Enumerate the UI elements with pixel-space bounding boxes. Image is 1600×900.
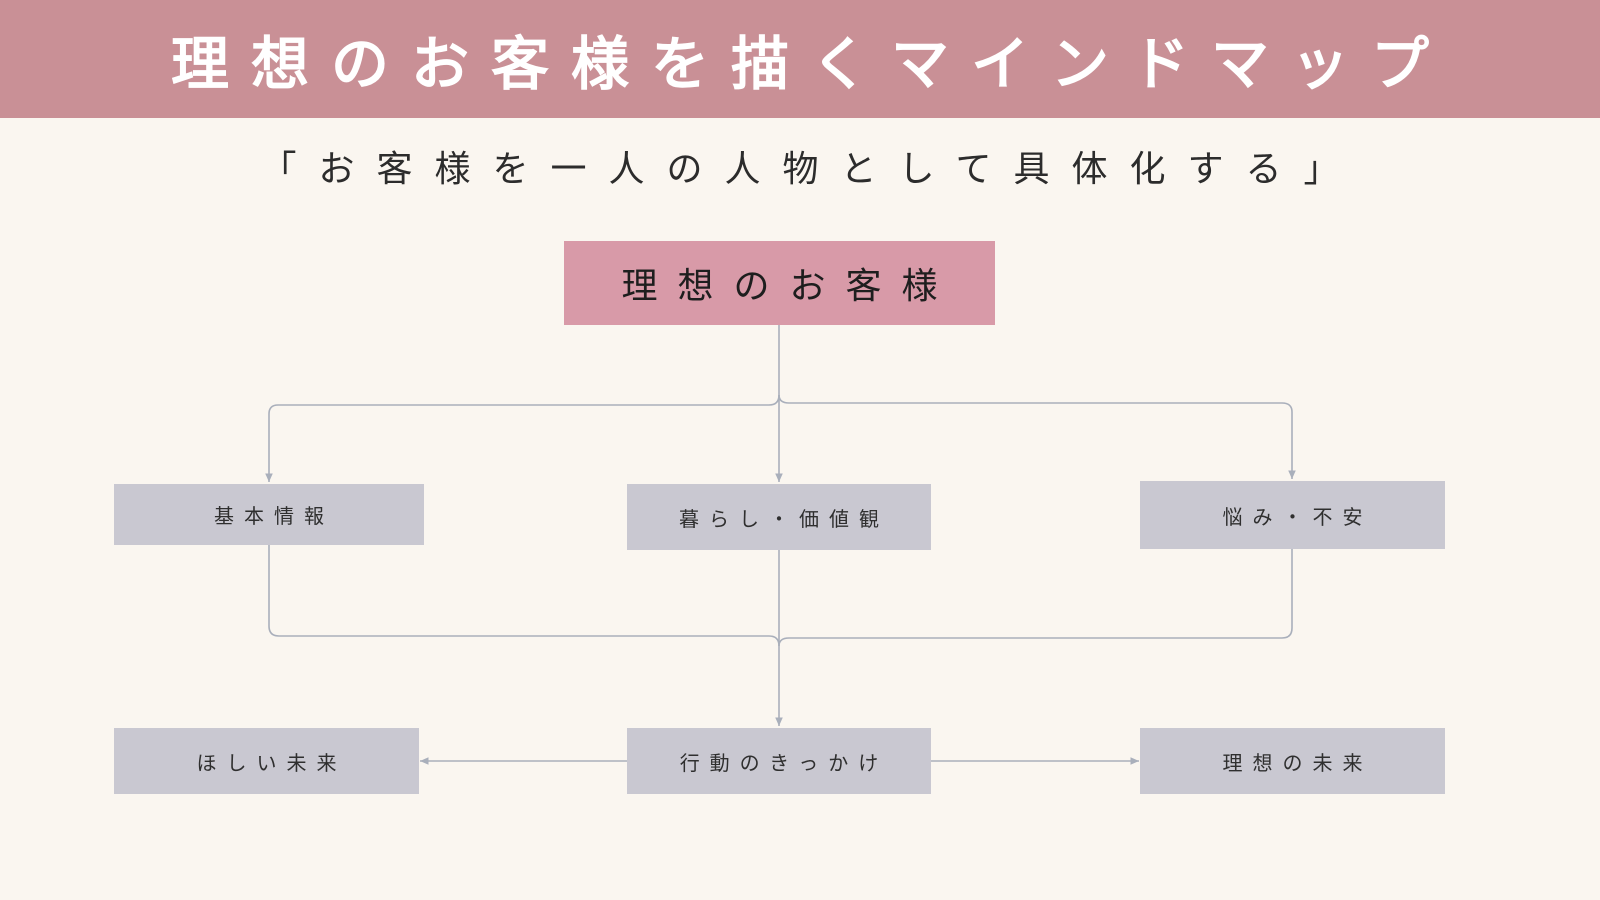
node-lifestyle-values-label: 暮らし・価値観 (679, 506, 889, 531)
branch-line-worries (778, 394, 1296, 479)
merge-line-basic-info (268, 545, 780, 647)
node-worries-anxieties-label: 悩み・不安 (1222, 504, 1373, 529)
title-banner: 理想のお客様を描くマインドマップ (0, 0, 1600, 118)
node-action-trigger-label: 行動のきっかけ (679, 750, 889, 775)
node-ideal-future: 理想の未来 (1140, 728, 1445, 794)
node-worries-anxieties: 悩み・不安 (1140, 481, 1445, 549)
node-lifestyle-values: 暮らし・価値観 (627, 484, 931, 550)
node-action-trigger: 行動のきっかけ (627, 728, 931, 794)
page-title: 理想のお客様を描くマインドマップ (170, 30, 1451, 98)
root-node: 理想のお客様 (564, 241, 995, 325)
node-desired-future-label: ほしい未来 (196, 750, 347, 775)
merge-line-worries (778, 549, 1293, 647)
node-ideal-future-label: 理想の未来 (1222, 750, 1373, 775)
node-basic-info-label: 基本情報 (214, 504, 334, 528)
node-basic-info: 基本情報 (114, 484, 424, 545)
node-desired-future: ほしい未来 (114, 728, 419, 794)
branch-line-basic-info (265, 394, 780, 482)
root-node-label: 理想のお客様 (621, 266, 958, 307)
page-subtitle: 「お客様を一人の人物として具体化する」 (260, 149, 1362, 190)
